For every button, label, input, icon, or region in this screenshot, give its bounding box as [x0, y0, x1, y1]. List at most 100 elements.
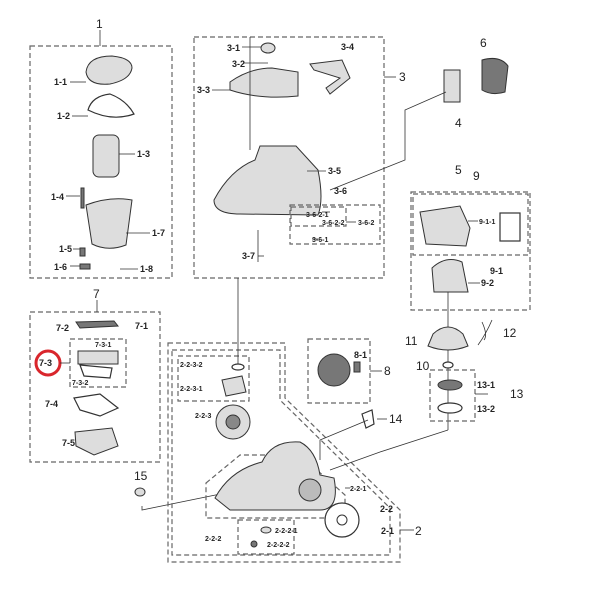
label-14: 14: [389, 412, 403, 426]
part-6[interactable]: [481, 58, 509, 95]
label-7-5: 7-5: [62, 438, 75, 448]
part-1-6[interactable]: [79, 263, 91, 270]
label-3-6-2-2: 3-6-2-2: [322, 220, 345, 227]
label-1-6: 1-6: [54, 262, 67, 272]
label-3-6: 3-6: [334, 186, 347, 196]
label-3-5: 3-5: [328, 166, 341, 176]
part-2-2-2-2[interactable]: [250, 540, 258, 548]
label-3-2: 3-2: [232, 59, 245, 69]
group-8-box: [307, 338, 371, 404]
label-12: 12: [503, 326, 517, 340]
label-9: 9: [473, 169, 480, 183]
label-10: 10: [416, 359, 430, 373]
group-2-2-2-box: [237, 519, 295, 555]
label-7-3-2: 7-3-2: [72, 380, 88, 387]
part-7-3-1[interactable]: [77, 350, 119, 365]
label-3-1: 3-1: [227, 43, 240, 53]
part-7-4[interactable]: [73, 393, 120, 417]
group-7-box: [29, 311, 161, 463]
part-7-1[interactable]: [75, 320, 119, 329]
label-7: 7: [93, 287, 100, 301]
label-2-2-2: 2-2-2: [205, 536, 221, 543]
group-3-6-box: [289, 204, 381, 245]
part-1-2[interactable]: [87, 93, 135, 118]
part-1-7[interactable]: [85, 198, 133, 249]
part-8[interactable]: [317, 353, 351, 387]
label-1-2: 1-2: [57, 111, 70, 121]
group-3-6-2-box: [290, 206, 347, 227]
part-14[interactable]: [361, 409, 375, 429]
label-2-1: 2-1: [381, 526, 394, 536]
part-8-1[interactable]: [353, 361, 361, 373]
part-2-2-3-2[interactable]: [231, 363, 245, 371]
part-1-4[interactable]: [80, 187, 85, 209]
label-2-2-3-1: 2-2-3-1: [180, 386, 203, 393]
label-3: 3: [399, 70, 406, 84]
part-2-2-3-1[interactable]: [221, 375, 247, 397]
part-3-1[interactable]: [260, 42, 276, 54]
label-7-3-1: 7-3-1: [95, 342, 111, 349]
part-11[interactable]: [427, 326, 469, 351]
part-9-2[interactable]: [431, 259, 469, 293]
group-3: 3 3-1 3-2 3-3 3-4 3-5 3-6 3-6-2-1 3-6-2-…: [193, 36, 406, 279]
label-3-7: 3-7: [242, 251, 255, 261]
label-3-4: 3-4: [341, 42, 354, 52]
label-13: 13: [510, 387, 524, 401]
label-11: 11: [405, 334, 418, 348]
part-1-3[interactable]: [92, 134, 120, 178]
label-9-1: 9-1: [490, 266, 503, 276]
label-9-2: 9-2: [481, 278, 494, 288]
group-2-2-box: [171, 349, 391, 556]
part-2-2-1[interactable]: [214, 441, 336, 511]
part-12[interactable]: [477, 319, 493, 346]
part-13-1[interactable]: [437, 379, 463, 391]
label-1-4: 1-4: [51, 192, 64, 202]
group-7: 7 7-2 7-1 7-3-1 7-3 7-3-2 7-4 7-5: [29, 287, 161, 463]
part-3-4[interactable]: [309, 59, 351, 95]
label-2-2-2-2: 2-2-2-2: [267, 542, 290, 549]
part-9-1-1[interactable]: [499, 212, 521, 242]
group-2-2-3-box: [177, 355, 250, 402]
part-13-2[interactable]: [437, 402, 463, 414]
label-7-4: 7-4: [45, 399, 58, 409]
group-2-box: [167, 342, 401, 563]
label-6: 6: [480, 36, 487, 50]
group-9: 5 9 9-1-1 9-1 9-2: [410, 163, 531, 311]
group-13: 13-1 13-2 13: [429, 369, 524, 422]
label-7-3[interactable]: 7-3: [39, 358, 52, 368]
label-2-2-3: 2-2-3: [195, 413, 211, 420]
part-2-2-2-1[interactable]: [260, 526, 272, 534]
label-2-2-2-1: 2-2-2-1: [275, 528, 298, 535]
label-2-2-1: 2-2-1: [350, 486, 366, 493]
label-3-6-2: 3-6-2: [358, 220, 374, 227]
part-15[interactable]: [134, 487, 146, 497]
part-2-1[interactable]: [324, 502, 360, 538]
group-1-box: [29, 45, 173, 279]
part-4[interactable]: [443, 69, 461, 103]
part-2-2-3-hub: [225, 414, 241, 430]
part-10[interactable]: [442, 361, 454, 369]
label-3-6-2-1: 3-6-2-1: [306, 212, 329, 219]
label-7-1: 7-1: [135, 321, 148, 331]
part-1-1[interactable]: [85, 55, 133, 85]
label-8: 8: [384, 364, 391, 378]
part-1-5[interactable]: [79, 247, 86, 257]
part-3-3[interactable]: [229, 67, 299, 98]
part-7-5[interactable]: [74, 427, 119, 456]
part-7-3-2[interactable]: [79, 364, 113, 379]
part-3-5[interactable]: [213, 145, 322, 216]
label-8-1: 8-1: [354, 350, 367, 360]
group-9-box: [410, 191, 531, 311]
label-4: 4: [455, 116, 462, 130]
part-2-1-center: [336, 514, 348, 526]
label-3-6-1: 3-6-1: [312, 237, 328, 244]
label-13-2: 13-2: [477, 404, 495, 414]
part-5[interactable]: [419, 205, 471, 247]
label-2-2-3-2: 2-2-3-2: [180, 362, 203, 369]
label-1-5: 1-5: [59, 244, 72, 254]
label-3-3: 3-3: [197, 85, 210, 95]
part-2-2-1-port: [298, 478, 322, 502]
label-1: 1: [96, 17, 103, 31]
